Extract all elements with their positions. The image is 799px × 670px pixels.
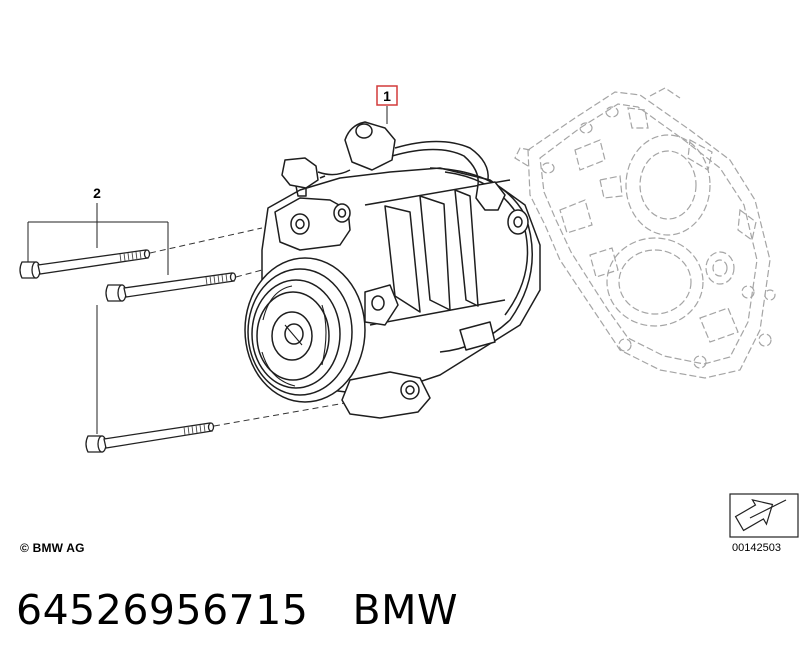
callout-2-leaders xyxy=(27,203,169,434)
engine-timing-cover xyxy=(514,87,776,379)
part-caption: 64526956715 BMW xyxy=(16,586,458,634)
diagram-reference-code: 00142503 xyxy=(732,542,781,554)
bolt-middle xyxy=(105,272,237,302)
callout-2-label: 2 xyxy=(93,185,101,201)
ac-compressor xyxy=(244,121,541,419)
bolt-lower xyxy=(85,422,215,453)
bolt-alignment-lines xyxy=(149,227,346,427)
callout-1-label: 1 xyxy=(383,88,391,104)
bolt-upper xyxy=(19,249,151,279)
part-number: 64526956715 xyxy=(16,586,309,634)
callout-1-box[interactable] xyxy=(376,85,398,106)
brand-name: BMW xyxy=(352,586,458,634)
copyright-text: © BMW AG xyxy=(20,541,85,555)
view-arrow-icon xyxy=(729,493,799,538)
